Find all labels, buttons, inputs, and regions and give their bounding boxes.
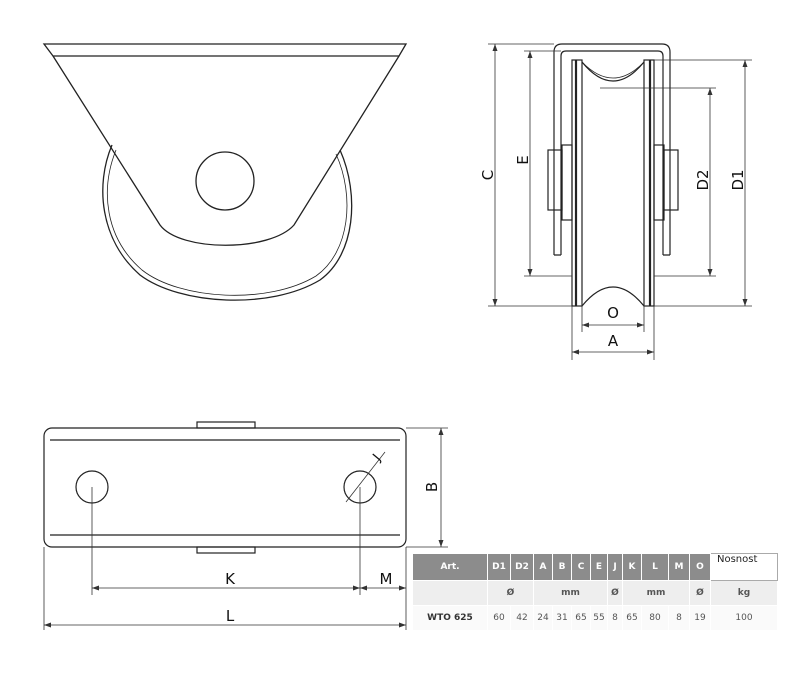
unit-cell: Ø bbox=[607, 580, 623, 606]
header-k: K bbox=[622, 553, 642, 581]
spec-units-row: Ø mm Ø mm Ø kg bbox=[412, 580, 778, 606]
u-bracket-outer bbox=[553, 43, 671, 255]
top-dimensions bbox=[43, 427, 448, 630]
header-j: J bbox=[607, 553, 623, 581]
spec-header-row: Art. D1 D2 A B C E J K L M O Nosnost bbox=[412, 553, 778, 581]
top-view bbox=[43, 421, 407, 554]
value-e: 55 bbox=[590, 605, 608, 631]
u-bracket-inner bbox=[560, 50, 664, 255]
header-o: O bbox=[689, 553, 711, 581]
header-c: C bbox=[571, 553, 591, 581]
unit-cell bbox=[412, 580, 488, 606]
wheel-tab-top bbox=[196, 421, 256, 429]
wheel-tab-bottom bbox=[196, 546, 256, 554]
header-e: E bbox=[590, 553, 608, 581]
header-d1: D1 bbox=[487, 553, 511, 581]
wheel-outline bbox=[102, 144, 353, 301]
dim-label-m: M bbox=[380, 570, 393, 588]
header-nosnost: Nosnost bbox=[710, 553, 778, 581]
value-m: 8 bbox=[668, 605, 690, 631]
spec-table: Art. D1 D2 A B C E J K L M O Nosnost Ø m… bbox=[412, 553, 778, 631]
mount-plate bbox=[42, 43, 408, 57]
axle-boss-left bbox=[547, 149, 563, 211]
value-k: 65 bbox=[622, 605, 642, 631]
value-nosnost: 100 bbox=[710, 605, 778, 631]
header-m: M bbox=[668, 553, 690, 581]
value-o: 19 bbox=[689, 605, 711, 631]
axle-boss-right bbox=[663, 149, 679, 211]
unit-cell: Ø bbox=[487, 580, 534, 606]
table-row: WTO 625 60 42 24 31 65 55 8 65 80 8 19 1… bbox=[412, 605, 778, 631]
plate-outline bbox=[43, 427, 407, 548]
dim-label-e: E bbox=[514, 155, 532, 164]
value-c: 65 bbox=[571, 605, 591, 631]
header-d2: D2 bbox=[510, 553, 534, 581]
front-dimensions bbox=[488, 43, 752, 360]
dim-label-k: K bbox=[225, 570, 236, 588]
unit-cell: Ø bbox=[689, 580, 711, 606]
art-number: WTO 625 bbox=[412, 605, 488, 631]
unit-cell: kg bbox=[710, 580, 778, 606]
dim-label-c: C bbox=[479, 170, 497, 180]
unit-cell: mm bbox=[533, 580, 608, 606]
header-b: B bbox=[552, 553, 572, 581]
value-a: 24 bbox=[533, 605, 553, 631]
dim-label-d1: D1 bbox=[729, 169, 747, 190]
dim-label-l: L bbox=[226, 607, 235, 625]
dim-label-b: B bbox=[423, 482, 441, 492]
groove-bottom bbox=[581, 286, 645, 307]
value-j: 8 bbox=[607, 605, 623, 631]
dim-label-o: O bbox=[607, 304, 619, 322]
fork-body bbox=[52, 55, 400, 246]
unit-cell: mm bbox=[622, 580, 690, 606]
header-art: Art. bbox=[412, 553, 488, 581]
wheel-outline-inner bbox=[107, 149, 348, 296]
dim-label-d2: D2 bbox=[694, 169, 712, 190]
front-view bbox=[547, 43, 679, 307]
header-a: A bbox=[533, 553, 553, 581]
value-l: 80 bbox=[641, 605, 669, 631]
side-view bbox=[42, 43, 408, 301]
header-l: L bbox=[641, 553, 669, 581]
value-d1: 60 bbox=[487, 605, 511, 631]
axle-hole bbox=[195, 151, 255, 211]
groove-top bbox=[581, 61, 645, 82]
value-b: 31 bbox=[552, 605, 572, 631]
value-d2: 42 bbox=[510, 605, 534, 631]
dim-label-a: A bbox=[608, 332, 619, 350]
